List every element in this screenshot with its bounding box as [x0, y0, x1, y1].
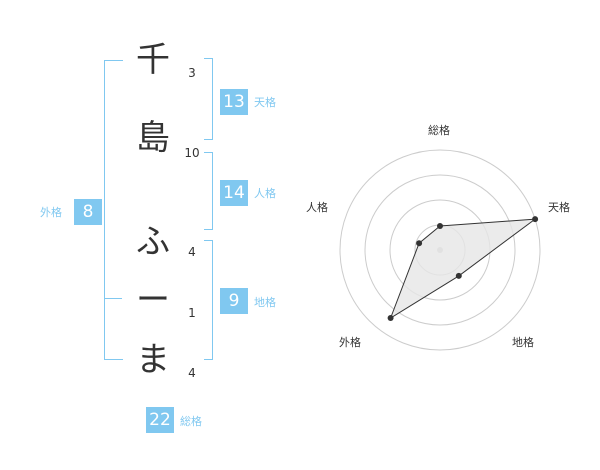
tenkaku-label: 天格 — [254, 96, 276, 109]
radar-data-point-2 — [532, 216, 539, 223]
soukaku-value: 22 — [146, 407, 174, 433]
jinkaku-value: 14 — [220, 180, 248, 206]
name-char-3: ふ — [136, 222, 170, 262]
name-char-1: 千 — [136, 40, 170, 80]
radar-data-point-5 — [416, 240, 423, 247]
stroke-count-3: 4 — [188, 245, 196, 259]
name-char-5: ま — [136, 340, 170, 380]
stroke-count-5: 4 — [188, 366, 196, 380]
radar-data-point-3 — [455, 272, 462, 279]
gaikaku-value: 8 — [74, 199, 102, 225]
soukaku-label: 総格 — [180, 415, 202, 428]
radar-grid-ring-3 — [364, 174, 516, 326]
radar-axis-label-jinkaku: 人格 — [306, 201, 328, 214]
jinkaku-label: 人格 — [254, 187, 276, 200]
tenkaku-value: 13 — [220, 89, 248, 115]
gaikaku-bracket-divider — [104, 298, 122, 299]
stroke-count-1: 3 — [188, 66, 196, 80]
chikaku-label: 地格 — [254, 296, 276, 309]
tenkaku-bracket — [204, 58, 213, 140]
chikaku-bracket — [204, 240, 213, 360]
gaikaku-bracket — [104, 60, 123, 360]
radar-axis-label-soukaku: 総格 — [428, 124, 450, 137]
radar-data-point-4 — [387, 315, 394, 321]
gaikaku-label: 外格 — [40, 206, 62, 219]
chikaku-value: 9 — [220, 288, 248, 314]
stroke-count-2: 10 — [184, 146, 200, 160]
radar-grid-ring-4 — [339, 149, 541, 351]
name-char-4: ー — [136, 280, 170, 320]
radar-data-polygon — [389, 218, 537, 320]
name-char-2: 島 — [136, 118, 170, 158]
radar-axis-label-chikaku: 地格 — [512, 336, 534, 349]
radar-axis-label-gaikaku: 外格 — [339, 336, 361, 349]
radar-axis-label-tenkaku: 天格 — [548, 201, 570, 214]
jinkaku-bracket — [204, 152, 213, 230]
radar-data-point-1 — [437, 223, 443, 229]
stroke-count-4: 1 — [188, 306, 196, 320]
